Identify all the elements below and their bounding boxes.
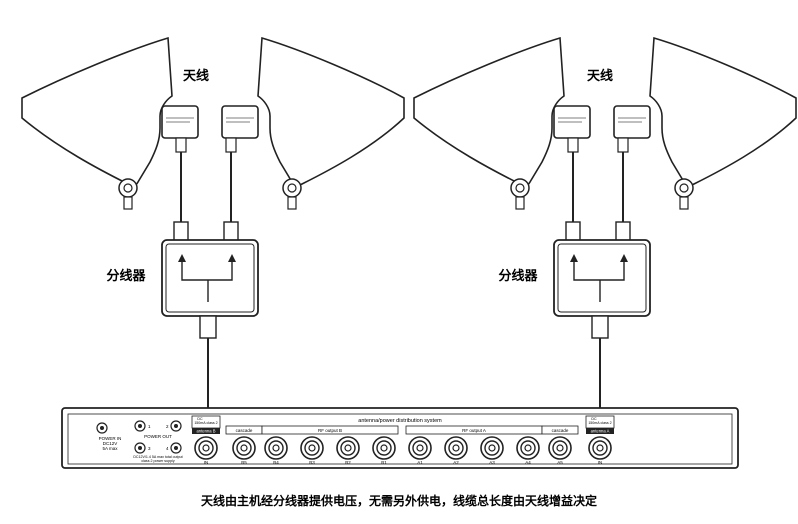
- antenna-b-spec2: 150mA class 2: [194, 421, 217, 425]
- power-out-port-4: 4: [166, 446, 169, 451]
- power-out-spec2: class 2 power supply: [141, 459, 175, 463]
- port-label: A4: [525, 460, 531, 465]
- antenna-label-left: 天线: [183, 68, 209, 84]
- rf-output-b-label: RF output B: [318, 428, 342, 433]
- port-label: A5: [557, 460, 563, 465]
- antenna-b-spec: DC: [197, 417, 203, 421]
- bnc-port-icon: [336, 436, 360, 460]
- antenna-a-spec: DC: [591, 417, 597, 421]
- mount-knob-icon: [282, 178, 302, 210]
- antenna-right-group: [413, 36, 797, 418]
- power-out-port-3: 3: [148, 446, 151, 451]
- bnc-port-icon: [408, 436, 432, 460]
- mount-knob-icon: [510, 178, 530, 210]
- mount-knob-icon: [674, 178, 694, 210]
- antenna-label-right: 天线: [587, 68, 613, 84]
- port-label: B5: [241, 460, 247, 465]
- antenna-fin-left-a: [21, 36, 173, 187]
- splitter-box-left: [161, 239, 259, 317]
- splitter-label-left: 分线器: [106, 268, 146, 284]
- splitter-label-right: 分线器: [498, 268, 538, 284]
- antenna-b-label: antenna B: [196, 429, 215, 434]
- port-label: B3: [309, 460, 315, 465]
- cascade-label-a: cascade: [552, 428, 569, 433]
- bnc-port-icon: [194, 436, 218, 460]
- rf-output-a-label: RF output A: [462, 428, 486, 433]
- bnc-port-icon: [300, 436, 324, 460]
- port-label: A1: [417, 460, 423, 465]
- port-label: A3: [489, 460, 495, 465]
- antenna-fin-left-b: [257, 36, 405, 187]
- port-label: B1: [381, 460, 387, 465]
- bnc-port-icon: [588, 436, 612, 460]
- antenna-a-label: antenna A: [591, 429, 610, 434]
- port-label: A2: [453, 460, 459, 465]
- bnc-port-icon: [264, 436, 288, 460]
- power-out-port-2: 2: [166, 424, 169, 429]
- power-in-spec: DC12V: [103, 441, 118, 446]
- bnc-port-icon: [444, 436, 468, 460]
- power-out-port-1: 1: [148, 424, 151, 429]
- port-label: B4: [273, 460, 279, 465]
- power-out-label: POWER OUT: [144, 434, 172, 439]
- splitter-box-right: [553, 239, 651, 317]
- cascade-label-b: cascade: [236, 428, 253, 433]
- power-out-spec: DC12V/1.4 5A max total output: [133, 455, 182, 459]
- bnc-port-icon: [480, 436, 504, 460]
- bnc-port-icon: [516, 436, 540, 460]
- mount-knob-icon: [118, 178, 138, 210]
- antenna-a-spec2: 150mA class 2: [588, 421, 611, 425]
- antenna-fin-right-a: [413, 36, 565, 187]
- bnc-port-icon: [548, 436, 572, 460]
- port-label: IN: [598, 460, 603, 465]
- antenna-fin-right-b: [649, 36, 797, 187]
- port-label: IN: [204, 460, 209, 465]
- diagram-caption: 天线由主机经分线器提供电压，无需另外供电，线缆总长度由天线增益决定: [201, 493, 597, 508]
- power-in-label: POWER IN: [99, 436, 122, 441]
- power-in-spec2: 5A max: [102, 446, 118, 451]
- bnc-port-icon: [232, 436, 256, 460]
- bnc-port-icon: [372, 436, 396, 460]
- distribution-unit: antenna/power distribution system POWER …: [61, 407, 739, 469]
- unit-title: antenna/power distribution system: [358, 418, 442, 424]
- antenna-left-group: [21, 36, 405, 418]
- port-label: B2: [345, 460, 351, 465]
